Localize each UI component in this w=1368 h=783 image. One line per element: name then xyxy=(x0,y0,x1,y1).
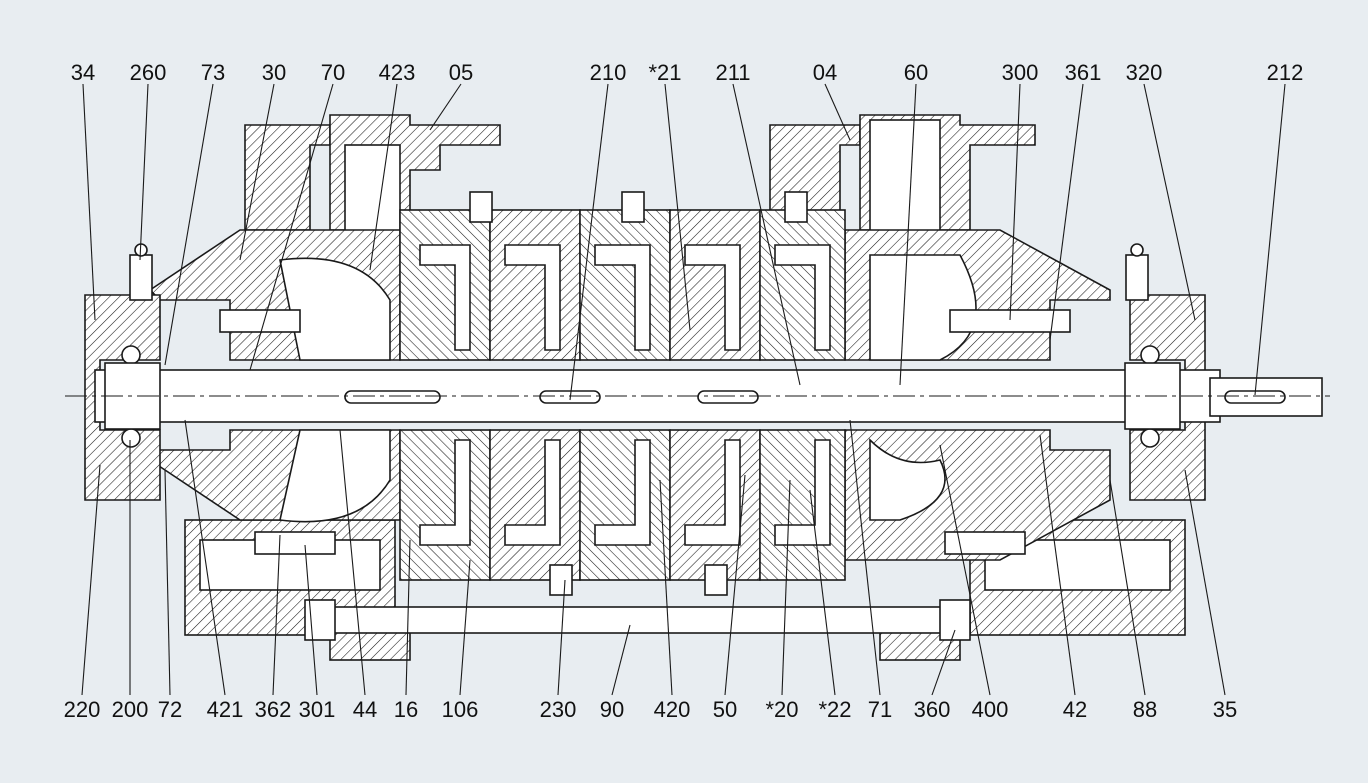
suction-flange-left xyxy=(244,124,331,231)
callout-88: 88 xyxy=(1132,697,1158,722)
callout-71: 71 xyxy=(867,697,893,722)
callout-70: 70 xyxy=(320,60,346,85)
callout-05: 05 xyxy=(448,60,474,85)
callout-211: 211 xyxy=(715,60,751,85)
callout-20: *20 xyxy=(765,697,799,722)
left-bearing-housing xyxy=(84,294,161,501)
callout-42: 42 xyxy=(1062,697,1088,722)
callout-361: 361 xyxy=(1064,60,1102,85)
callout-04: 04 xyxy=(812,60,838,85)
callout-60: 60 xyxy=(903,60,929,85)
callout-260: 260 xyxy=(129,60,167,85)
callout-300: 300 xyxy=(1001,60,1039,85)
callout-210: 210 xyxy=(589,60,627,85)
callout-35: 35 xyxy=(1212,697,1238,722)
callout-22: *22 xyxy=(818,697,852,722)
callout-400: 400 xyxy=(971,697,1009,722)
impellers xyxy=(419,244,831,546)
callout-360: 360 xyxy=(913,697,951,722)
callout-16: 16 xyxy=(393,697,419,722)
pump-outline xyxy=(84,114,1323,661)
callout-421: 421 xyxy=(206,697,244,722)
callout-106: 106 xyxy=(441,697,479,722)
callout-320: 320 xyxy=(1125,60,1163,85)
callout-420: 420 xyxy=(653,697,691,722)
leader-lines xyxy=(81,83,1286,696)
callout-21: *21 xyxy=(648,60,682,85)
callout-72: 72 xyxy=(157,697,183,722)
callout-50: 50 xyxy=(712,697,738,722)
callout-212: 212 xyxy=(1266,60,1304,85)
callout-230: 230 xyxy=(539,697,577,722)
callout-423: 423 xyxy=(378,60,416,85)
callout-44: 44 xyxy=(352,697,378,722)
callout-30: 30 xyxy=(261,60,287,85)
callout-220: 220 xyxy=(63,697,101,722)
stage-casings xyxy=(399,209,846,581)
callout-34: 34 xyxy=(70,60,96,85)
callout-73: 73 xyxy=(200,60,226,85)
callout-90: 90 xyxy=(599,697,625,722)
callout-362: 362 xyxy=(254,697,292,722)
callout-301: 301 xyxy=(298,697,336,722)
callout-200: 200 xyxy=(111,697,149,722)
tie-bolt xyxy=(309,606,971,634)
